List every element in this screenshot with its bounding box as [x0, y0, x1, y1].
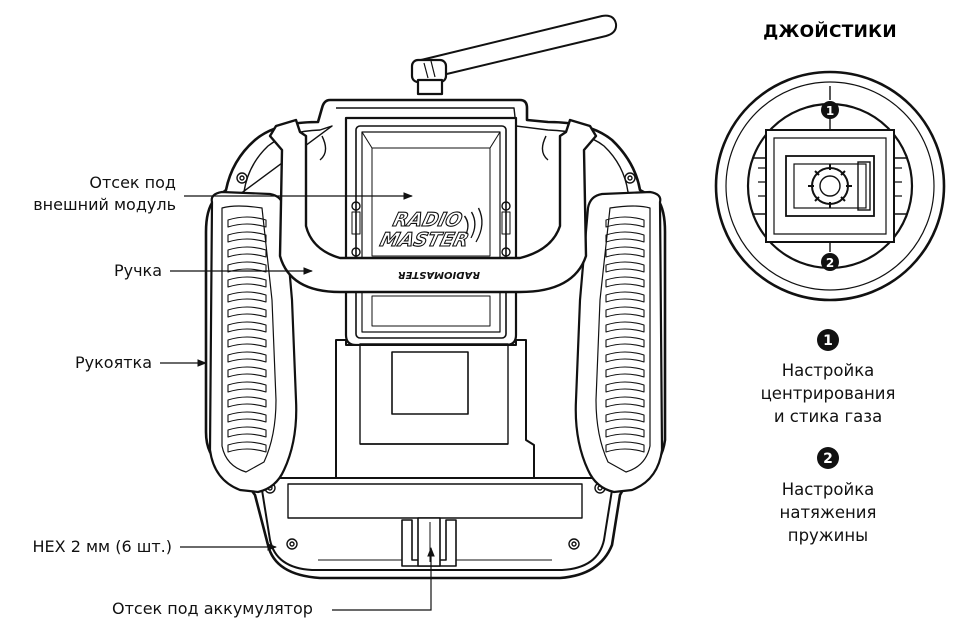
grip-rib — [605, 246, 645, 258]
grip-rib — [227, 396, 267, 408]
grip-rib — [227, 216, 267, 228]
grip-rib — [227, 381, 267, 393]
label-battery-bay: Отсек под аккумулятор — [112, 599, 313, 618]
label-grip: Рукоятка — [75, 353, 152, 372]
grip-rib — [605, 261, 645, 273]
grip-rib — [605, 426, 645, 438]
gimbal-panel: ДЖОЙСТИКИ 1 2 — [714, 20, 946, 545]
legend-2: 2 Настройка натяжения пружины — [780, 447, 877, 545]
gimbal-illustration — [714, 70, 946, 302]
arrow-battery-bay — [332, 547, 435, 611]
legend-1-line-3: и стика газа — [774, 407, 882, 426]
grip-rib — [227, 231, 267, 243]
grip-rib — [227, 246, 267, 258]
grip-rib — [227, 321, 267, 333]
label-external-module-bay-line2: внешний модуль — [33, 195, 176, 214]
grip-rib — [605, 411, 645, 423]
gimbal-marker-2: 2 — [821, 253, 839, 271]
grip-rib — [605, 276, 645, 288]
label-external-module-bay-line1: Отсек под — [89, 173, 176, 192]
grip-rib — [227, 306, 267, 318]
grip-rib — [605, 216, 645, 228]
gimbal-marker-1: 1 — [821, 101, 839, 119]
grip-rib — [605, 306, 645, 318]
logo-line-1: RADIO — [391, 208, 465, 231]
legend-2-line-3: пружины — [788, 526, 868, 545]
grip-rib — [227, 261, 267, 273]
legend-2-line-2: натяжения — [780, 503, 877, 522]
gimbal-marker-1-text: 1 — [826, 104, 834, 118]
right-grip — [574, 190, 664, 494]
handle-logo-text: RADIOMASTER — [398, 269, 480, 280]
legend-1: 1 Настройка центрирования и стика газа — [761, 329, 896, 426]
callouts: Отсек под внешний модуль Ручка Рукоятка … — [33, 173, 435, 618]
grip-rib — [605, 381, 645, 393]
legend-1-number: 1 — [823, 333, 833, 349]
transmitter — [204, 14, 667, 580]
left-grip — [208, 190, 298, 494]
grip-rib — [227, 291, 267, 303]
legend-2-line-1: Настройка — [782, 480, 875, 499]
grip-rib — [605, 351, 645, 363]
grip-rib — [605, 441, 645, 453]
logo-line-2: MASTER — [378, 228, 471, 251]
grip-rib — [605, 291, 645, 303]
grip-rib — [227, 411, 267, 423]
grip-rib — [227, 366, 267, 378]
grip-rib — [605, 366, 645, 378]
grip-rib — [605, 396, 645, 408]
grip-rib — [605, 231, 645, 243]
bottom-plate — [257, 477, 615, 571]
handle — [268, 118, 598, 294]
grip-rib — [605, 321, 645, 333]
grip-rib — [227, 441, 267, 453]
legend-1-line-2: центрирования — [761, 384, 896, 403]
grip-rib — [227, 336, 267, 348]
handle-logo: RADIOMASTER — [398, 269, 480, 280]
center-column — [335, 339, 535, 479]
legend-2-number: 2 — [823, 451, 833, 467]
gimbal-marker-2-text: 2 — [826, 256, 834, 270]
antenna — [410, 14, 618, 96]
radiomaster-logo: RADIO MASTER — [377, 207, 483, 251]
legend-1-line-1: Настройка — [782, 361, 875, 380]
grip-rib — [227, 426, 267, 438]
label-handle: Ручка — [114, 261, 162, 280]
label-hex: HEX 2 мм (6 шт.) — [33, 537, 172, 556]
grip-rib — [227, 276, 267, 288]
gimbal-title: ДЖОЙСТИКИ — [763, 20, 897, 42]
grip-rib — [605, 336, 645, 348]
grip-rib — [227, 351, 267, 363]
